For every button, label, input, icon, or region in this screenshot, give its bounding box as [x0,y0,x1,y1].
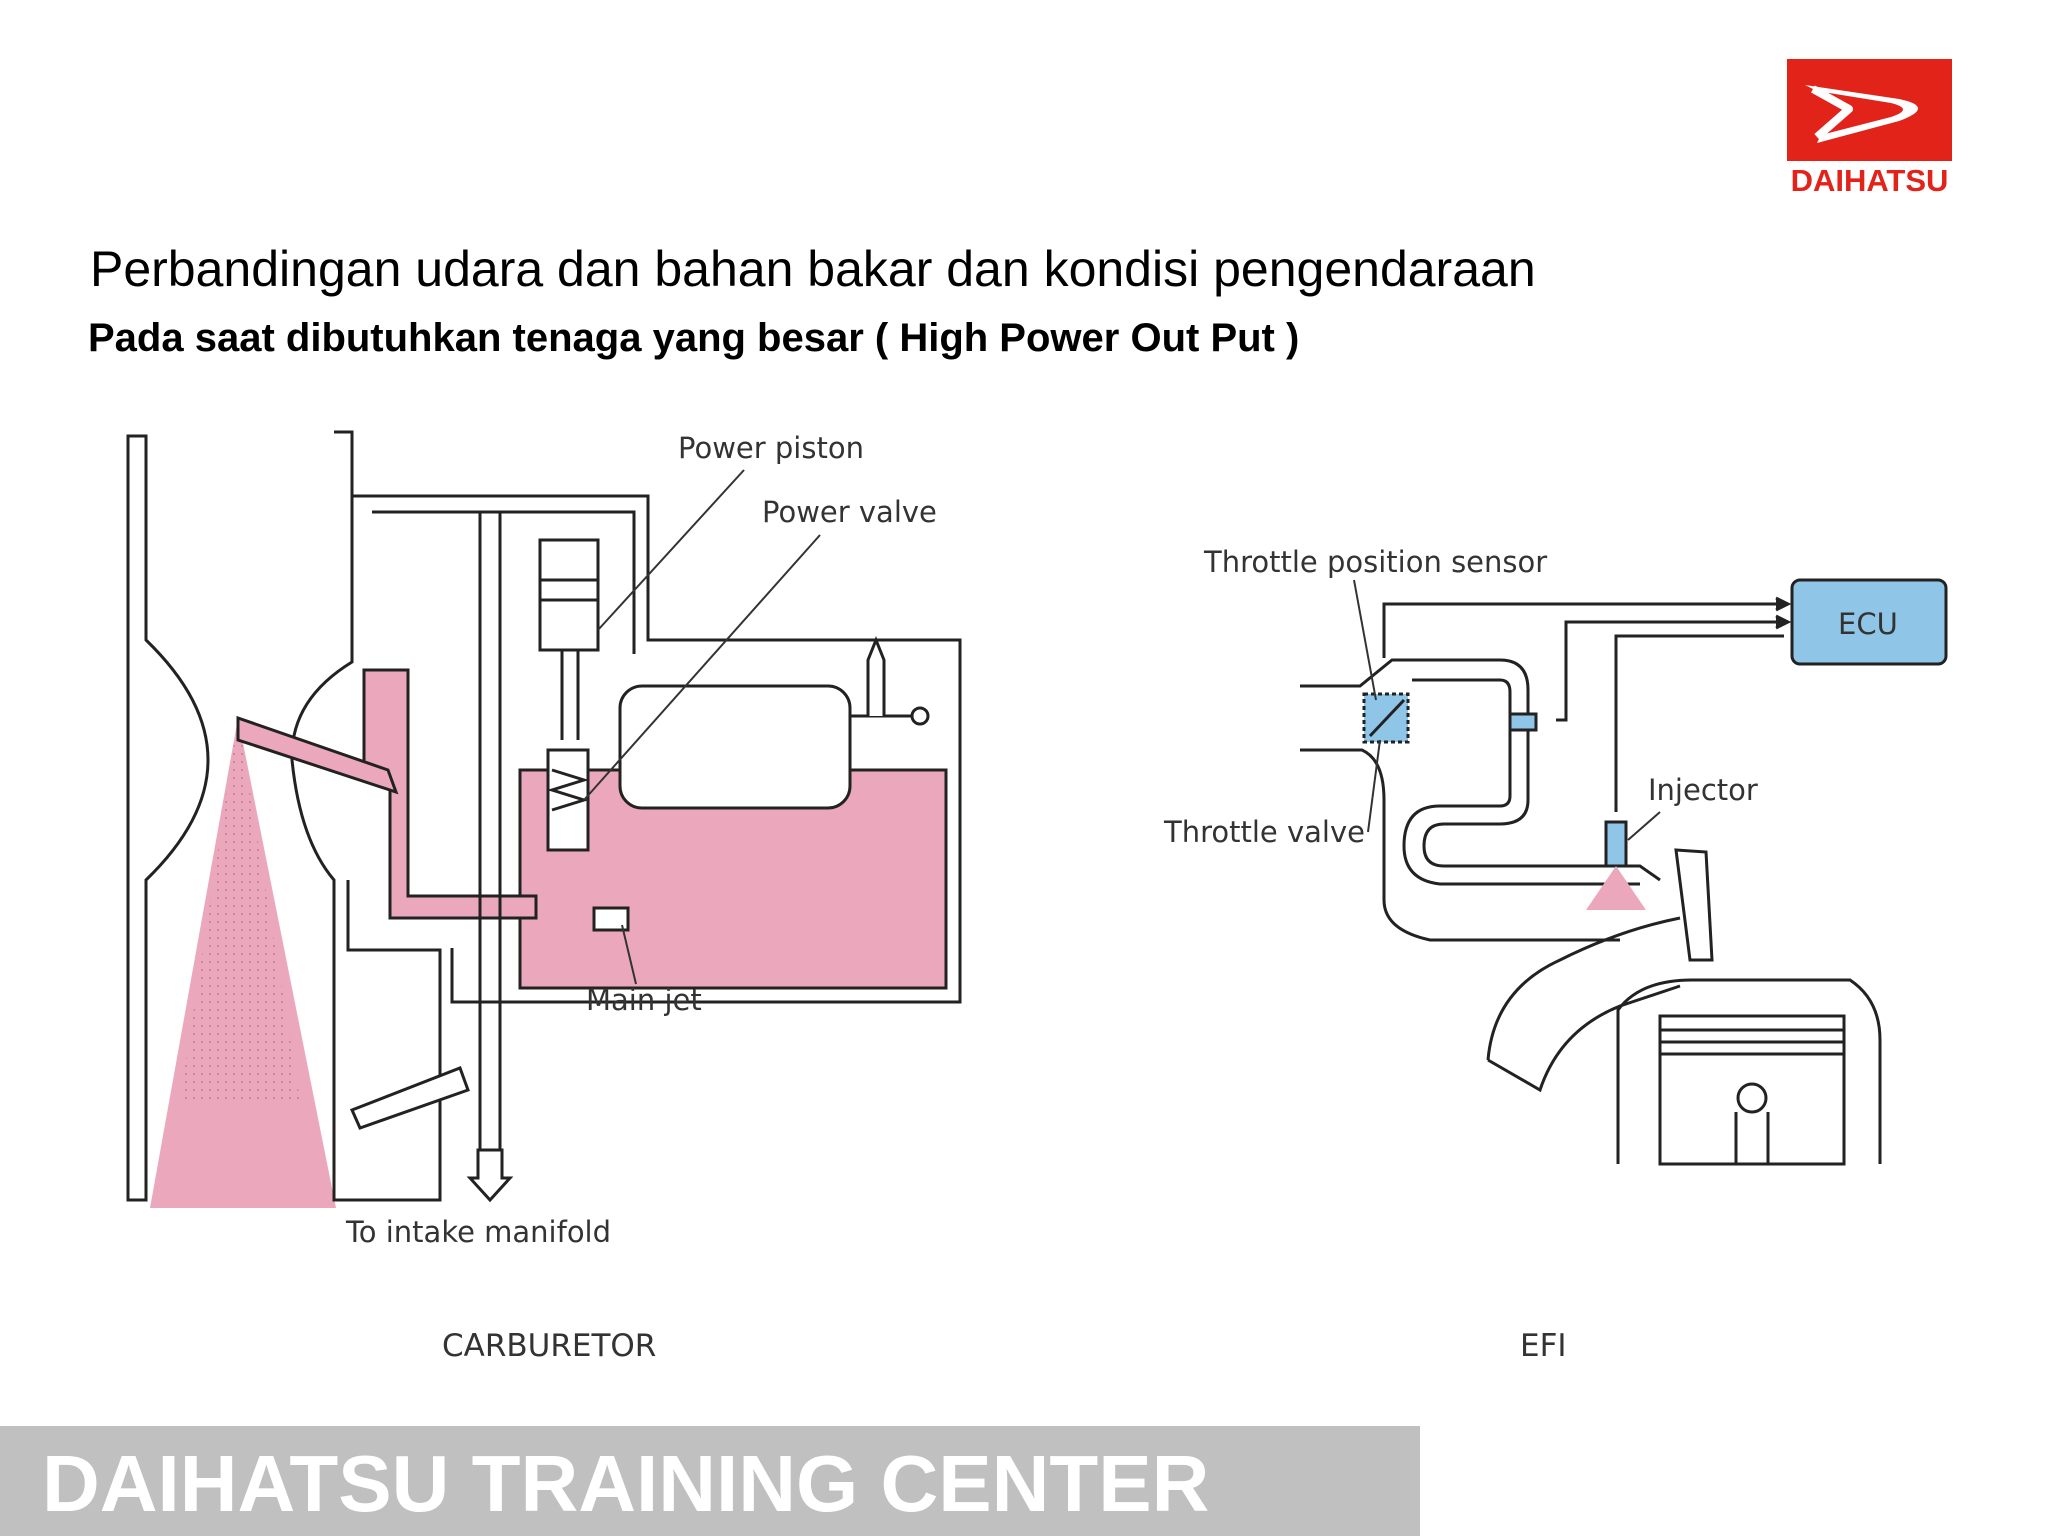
intake-manifold-label: To intake manifold [345,1215,611,1249]
main-jet-label: Main jet [586,983,702,1017]
injector-label: Injector [1648,773,1758,807]
carburetor-diagram [126,430,962,1208]
slide-subtitle: Pada saat dibutuhkan tenaga yang besar (… [88,316,1300,360]
footer-bar: DAIHATSU TRAINING CENTER [0,1426,1420,1536]
idle-screw [349,1066,470,1130]
slide-title: Perbandingan udara dan bahan bakar dan k… [90,241,1536,297]
footer-title: DAIHATSU TRAINING CENTER [42,1439,1210,1528]
throttle-position-sensor-label: Throttle position sensor [1203,545,1547,579]
venturi-right-wall [290,430,442,1202]
throttle-valve-label: Throttle valve [1163,815,1365,849]
efi-diagram [1300,578,1948,1166]
efi-caption: EFI [1520,1328,1567,1364]
daihatsu-d-icon [1805,85,1918,143]
daihatsu-logo-mark [1787,59,1952,161]
power-piston-label: Power piston [678,431,864,465]
daihatsu-logo: DAIHATSU [1787,59,1952,199]
ecu-label: ECU [1838,607,1898,641]
injector [1604,820,1628,868]
throttle-valve [1368,698,1406,738]
daihatsu-logo-text: DAIHATSU [1790,163,1949,198]
main-jet [592,906,630,932]
float [618,684,852,810]
venturi-left-wall [126,434,210,1202]
intake-arrow [466,1148,514,1203]
carburetor-caption: CARBURETOR [442,1328,656,1364]
ecu-box [1790,578,1948,666]
power-valve-label: Power valve [762,495,937,529]
power-piston [538,538,600,652]
main-fuel-passage [362,668,538,920]
